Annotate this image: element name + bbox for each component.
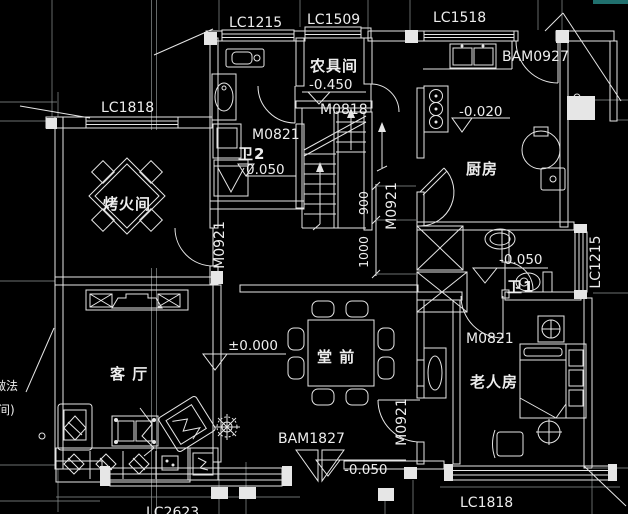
room-label-hall: 堂 前 [317, 348, 355, 366]
door-storage [370, 83, 400, 113]
fire-room-table [88, 157, 166, 235]
level-label-entry: -0.050 [344, 462, 388, 478]
leader-lines [19, 12, 627, 507]
door-label-m0921-stair: M0921 [384, 182, 400, 230]
window-label-lc1509: LC1509 [307, 12, 360, 28]
kitchen-fixtures [423, 41, 566, 191]
room-label-fire-room: 烤火间 [103, 195, 151, 213]
bed [519, 343, 567, 419]
dim-label-1000: 1000 [356, 236, 371, 268]
window-label-lc1215-right: LC1215 [588, 235, 604, 288]
armchair [57, 403, 93, 451]
window-label-lc1215-top: LC1215 [229, 15, 282, 31]
windows [85, 26, 617, 487]
level-label-storage: -0.450 [309, 77, 353, 93]
window-lc1215-right [574, 224, 588, 299]
elder-room-furniture [492, 315, 587, 459]
corridor-cabinet [416, 347, 447, 399]
stove [423, 85, 449, 133]
window-lc1818-bottom [444, 464, 617, 481]
door-kitchen [419, 167, 455, 227]
screen-artifact [593, 0, 628, 4]
door-label-m0821-bath2: M0821 [252, 127, 300, 143]
note-label-top: 做法 [0, 378, 18, 393]
door-bath1 [504, 261, 534, 291]
labels: LC1215 LC1509 LC1518 BAM0927 LC1818 农具间 … [0, 10, 604, 514]
dim-label-900: 900 [356, 191, 371, 215]
plant [214, 414, 240, 440]
door-label-m0818: M0818 [320, 102, 368, 118]
window-lc1518 [423, 30, 515, 42]
structural-x-boxes [416, 225, 468, 313]
hall-dining-set [287, 300, 395, 406]
room-label-kitchen: 厨房 [466, 160, 498, 178]
tv-stand [85, 289, 189, 311]
level-label-hall: ±0.000 [228, 338, 278, 354]
window-lc1818-left [85, 116, 179, 129]
window-label-lc1818-left: LC1818 [101, 100, 154, 116]
chair [492, 429, 524, 459]
door-fire-room [174, 227, 214, 267]
bath2-fixtures [211, 48, 265, 197]
room-label-storage: 农具间 [309, 57, 358, 75]
window-lc1509 [304, 26, 362, 39]
columns [46, 30, 595, 501]
window-label-lc1818-bottom: LC1818 [460, 495, 513, 511]
room-label-bath2: 卫2 [238, 145, 265, 163]
doors [174, 40, 559, 483]
door-back-entry [515, 40, 559, 84]
room-label-bath1: 卫1 [507, 278, 534, 296]
note-label-bottom: 间) [0, 403, 15, 417]
window-lc2623-bottom [100, 466, 292, 487]
door-front-entry [295, 449, 345, 483]
window-lc1215-top [221, 29, 295, 42]
level-label-bath1: -0.050 [499, 252, 543, 268]
door-label-m0821-elder: M0821 [466, 331, 514, 347]
door-label-m0921-fire: M0921 [212, 221, 228, 269]
staircase [303, 108, 388, 231]
window-label-lc2623: LC2623 [146, 505, 199, 514]
door-label-m0921-hall: M0921 [394, 398, 410, 446]
door-elder [460, 295, 504, 339]
door-label-bam1827: BAM1827 [278, 431, 345, 447]
level-label-kitchen: -0.020 [459, 104, 503, 120]
door-bath2 [257, 85, 296, 124]
living-room-furniture [55, 289, 240, 483]
door-hall [377, 399, 421, 443]
level-label-bath2: 0.050 [246, 162, 285, 178]
sofa [55, 447, 191, 483]
wardrobe [565, 343, 587, 419]
room-label-elder: 老人房 [469, 373, 518, 391]
coffee-table [111, 415, 159, 447]
end-table [187, 447, 219, 481]
room-label-living: 客 厅 [109, 365, 148, 383]
door-label-bam0927: BAM0927 [502, 49, 569, 65]
walls [45, 27, 618, 470]
window-label-lc1518: LC1518 [433, 10, 486, 26]
lounge-chair [158, 396, 216, 452]
bath1-fixtures [484, 228, 553, 293]
dimension-lines [371, 181, 416, 279]
level-marks [202, 91, 548, 477]
